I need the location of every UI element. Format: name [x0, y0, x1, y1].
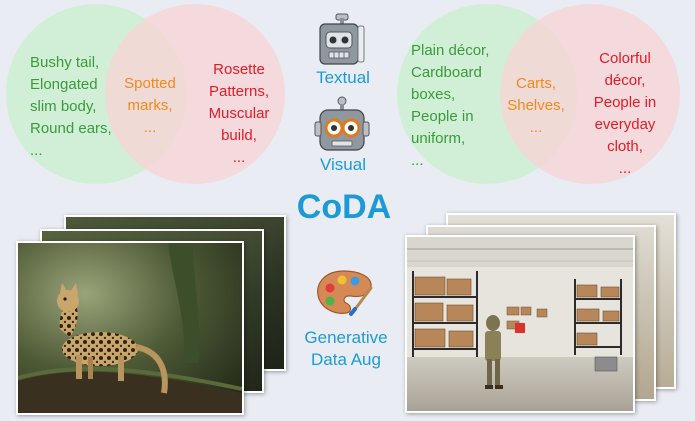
textual-label: Textual [316, 68, 370, 87]
visual-label: Visual [320, 155, 366, 174]
palette-icon [313, 268, 375, 318]
robot-notebook-icon [314, 12, 370, 68]
right-venn-pink-circle [500, 4, 680, 184]
robot-magnifier-icon [312, 96, 372, 154]
left-venn-pink-circle [105, 4, 285, 184]
generative-label-1: Generative [304, 328, 388, 347]
right-venn-left-text: Plain décor, Cardboard boxes, People in … [411, 42, 490, 169]
right-venn-center-text: Carts, Shelves, ... [507, 75, 565, 136]
generative-label-2: Data Aug [311, 350, 381, 369]
ocelot-on-branch-photo [16, 241, 244, 415]
left-venn-left-text: Bushy tail, Elongated slim body, Round e… [30, 54, 112, 159]
warehouse-interior-photo [405, 235, 635, 413]
main-title: CoDA [296, 188, 392, 226]
right-venn-right-text: Colorful décor, People in everyday cloth… [593, 50, 657, 177]
left-venn-right-text: Rosette Patterns, Muscular build, ... [208, 61, 270, 166]
left-venn-center-text: Spotted marks, ... [124, 75, 176, 136]
